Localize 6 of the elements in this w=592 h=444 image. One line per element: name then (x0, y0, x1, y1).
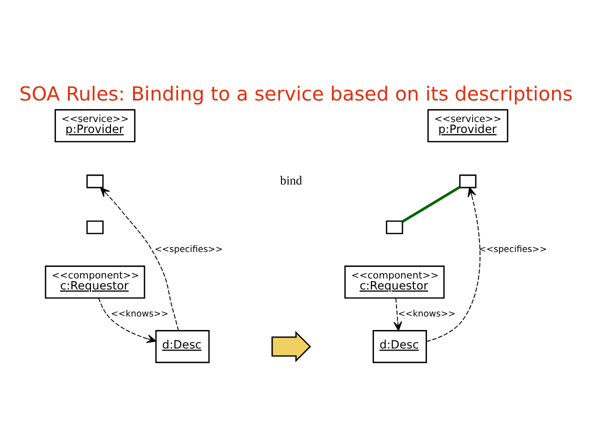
edge-label: <<specifies>> (478, 245, 547, 256)
edge-label: <<knows>> (398, 310, 456, 320)
edge-label: <<knows>> (110, 310, 168, 320)
label: bind (280, 174, 302, 188)
diagram-title: SOA Rules: Binding to a service based on its descriptions (19, 82, 573, 106)
edge-label: <<specifies>> (154, 245, 223, 256)
